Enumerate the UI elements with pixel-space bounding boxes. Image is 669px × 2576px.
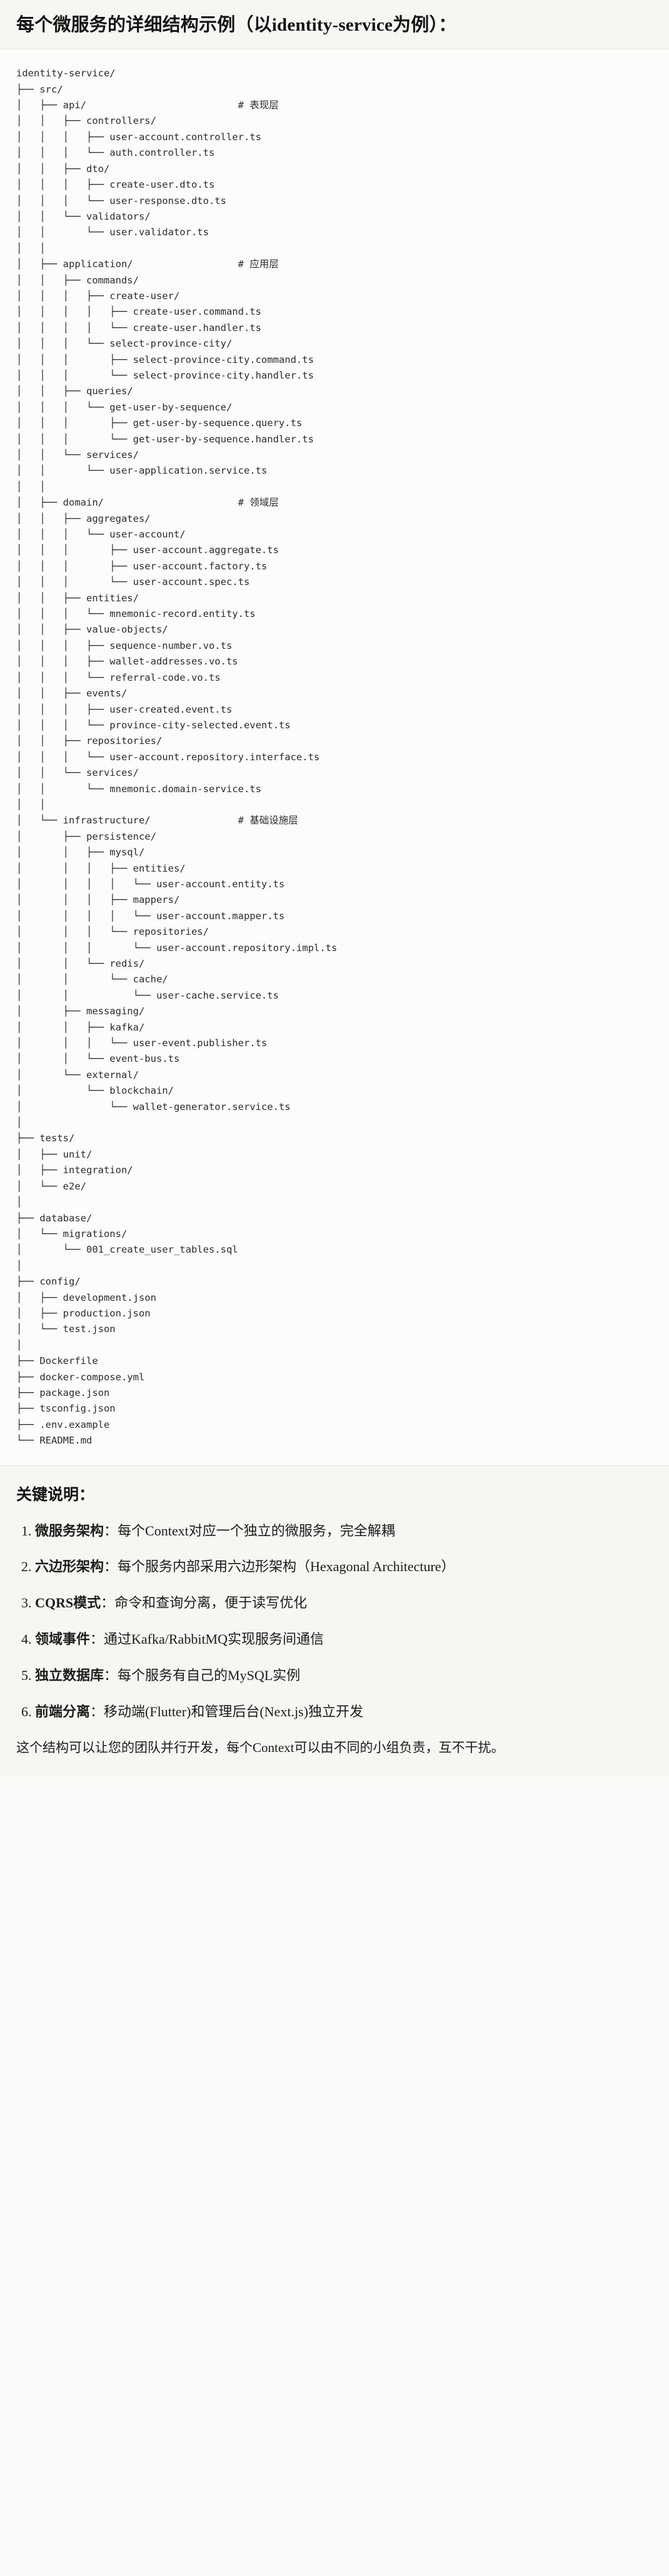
note-description: 移动端(Flutter)和管理后台(Next.js)独立开发 <box>104 1704 363 1720</box>
page-title: 每个微服务的详细结构示例（以identity-service为例）： <box>16 15 457 35</box>
closing-paragraph: 这个结构可以让您的团队并行开发，每个Context可以由不同的小组负责，互不干扰… <box>16 1739 505 1755</box>
directory-tree-block: identity-service/ ├── src/ │ ├── api/ # … <box>0 49 669 1466</box>
note-separator: ： <box>101 1595 115 1611</box>
key-notes-section: 关键说明： 微服务架构：每个Context对应一个独立的微服务，完全解耦 六边形… <box>0 1465 669 1777</box>
note-description: 每个Context对应一个独立的微服务，完全解耦 <box>118 1522 395 1539</box>
note-separator: ： <box>104 1522 118 1539</box>
directory-tree: identity-service/ ├── src/ │ ├── api/ # … <box>16 68 338 1447</box>
note-term: 独立数据库 <box>35 1667 104 1684</box>
list-item: 前端分离：移动端(Flutter)和管理后台(Next.js)独立开发 <box>35 1702 653 1722</box>
notes-heading: 关键说明： <box>16 1486 95 1504</box>
note-description: 每个服务内部采用六边形架构（Hexagonal Architecture） <box>118 1559 455 1575</box>
note-term: 六边形架构 <box>35 1559 104 1575</box>
note-description: 命令和查询分离，便于读写优化 <box>114 1595 308 1611</box>
note-description: 每个服务有自己的MySQL实例 <box>118 1667 301 1684</box>
note-separator: ： <box>90 1631 104 1647</box>
note-term: 领域事件 <box>35 1631 91 1647</box>
notes-list: 微服务架构：每个Context对应一个独立的微服务，完全解耦 六边形架构：每个服… <box>16 1521 653 1722</box>
note-term: 微服务架构 <box>35 1522 104 1539</box>
note-separator: ： <box>104 1559 118 1575</box>
list-item: 六边形架构：每个服务内部采用六边形架构（Hexagonal Architectu… <box>35 1557 653 1577</box>
document-page: 每个微服务的详细结构示例（以identity-service为例）： ident… <box>0 0 669 1776</box>
note-term: CQRS模式 <box>35 1595 101 1611</box>
note-separator: ： <box>90 1704 104 1720</box>
note-term: 前端分离 <box>35 1704 91 1720</box>
list-item: CQRS模式：命令和查询分离，便于读写优化 <box>35 1593 653 1613</box>
list-item: 独立数据库：每个服务有自己的MySQL实例 <box>35 1666 653 1686</box>
note-separator: ： <box>104 1667 118 1684</box>
note-description: 通过Kafka/RabbitMQ实现服务间通信 <box>104 1631 324 1647</box>
list-item: 领域事件：通过Kafka/RabbitMQ实现服务间通信 <box>35 1629 653 1649</box>
list-item: 微服务架构：每个Context对应一个独立的微服务，完全解耦 <box>35 1521 653 1541</box>
document-header: 每个微服务的详细结构示例（以identity-service为例）： <box>0 0 669 50</box>
